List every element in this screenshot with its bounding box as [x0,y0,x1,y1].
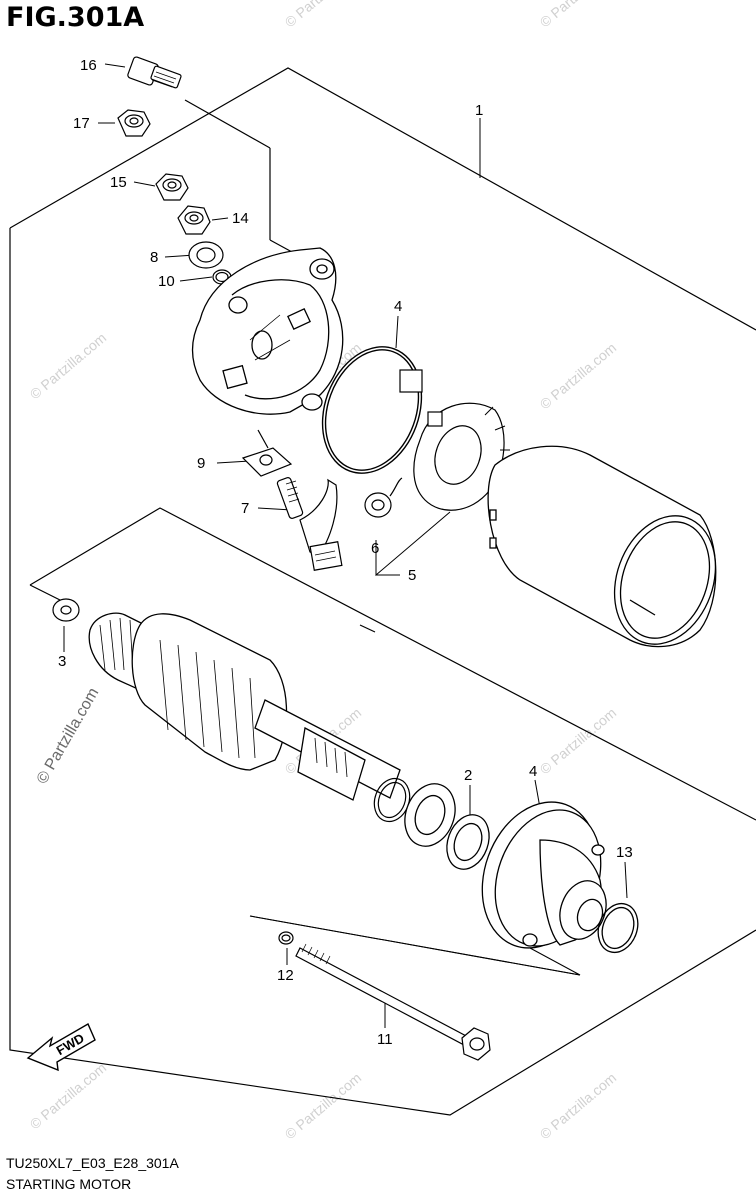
armature [88,612,401,801]
end-cover [191,247,344,415]
callout-9: 9 [197,455,205,472]
callout-17: 17 [73,115,90,132]
callout-14: 14 [232,210,249,227]
oil-seal-2 [446,814,490,870]
callout-6: 6 [371,540,379,557]
watermark: © Partzilla.com [537,1069,620,1142]
bearing [404,783,456,847]
callout-7: 7 [241,500,249,517]
callout-16: 16 [80,57,97,74]
callout-1: 1 [475,102,483,119]
callout-3: 3 [58,653,66,670]
callout-10: 10 [158,273,175,290]
washer-3 [52,598,80,622]
terminal-plate-9 [241,429,293,477]
nut-14 [177,205,211,235]
callout-2: 2 [464,767,472,784]
brush-holder-7 [276,477,343,571]
brush-6 [364,477,403,518]
watermark: © Partzilla [537,0,596,30]
callout-11: 11 [377,1031,393,1048]
watermark: © Partzilla.com [537,704,620,777]
through-bolt-11 [295,943,491,1061]
leader-lines [63,63,628,1028]
callout-4-upper: 4 [394,298,402,315]
watermark-dark: © Partzilla.com [34,685,103,787]
assembly-name: STARTING MOTOR [6,1176,132,1192]
watermark: © Partzilla.com [537,339,620,412]
watermark: © Partzilla.com [27,329,110,402]
fwd-arrow-icon: FWD [26,1023,96,1072]
callout-12: 12 [277,967,294,984]
callout-8: 8 [150,249,158,266]
callout-4-lower: 4 [529,763,537,780]
front-housing [481,801,607,949]
callout-13: 13 [616,844,633,861]
flange-bolt-16 [127,56,182,89]
nut-15 [155,173,189,201]
assembly-outline [9,67,756,1116]
watermark: © Partzilla.com [282,1069,365,1142]
o-ring-4-upper [321,346,423,474]
callout-5: 5 [408,567,416,584]
callout-15: 15 [110,174,127,191]
callouts: 1 16 17 15 14 8 10 4 9 7 6 5 3 2 4 13 12… [58,57,633,1048]
bushing-8 [188,241,224,269]
washer-12 [278,931,294,945]
nut-17 [117,109,151,137]
watermark: © Partzilla [282,0,341,30]
model-code: TU250XL7_E03_E28_301A [6,1155,179,1171]
figure-title: FIG.301A [6,2,145,33]
watermark: © Partzilla.com [27,1059,110,1132]
yoke-housing [487,445,717,648]
o-ring-13 [597,902,639,954]
